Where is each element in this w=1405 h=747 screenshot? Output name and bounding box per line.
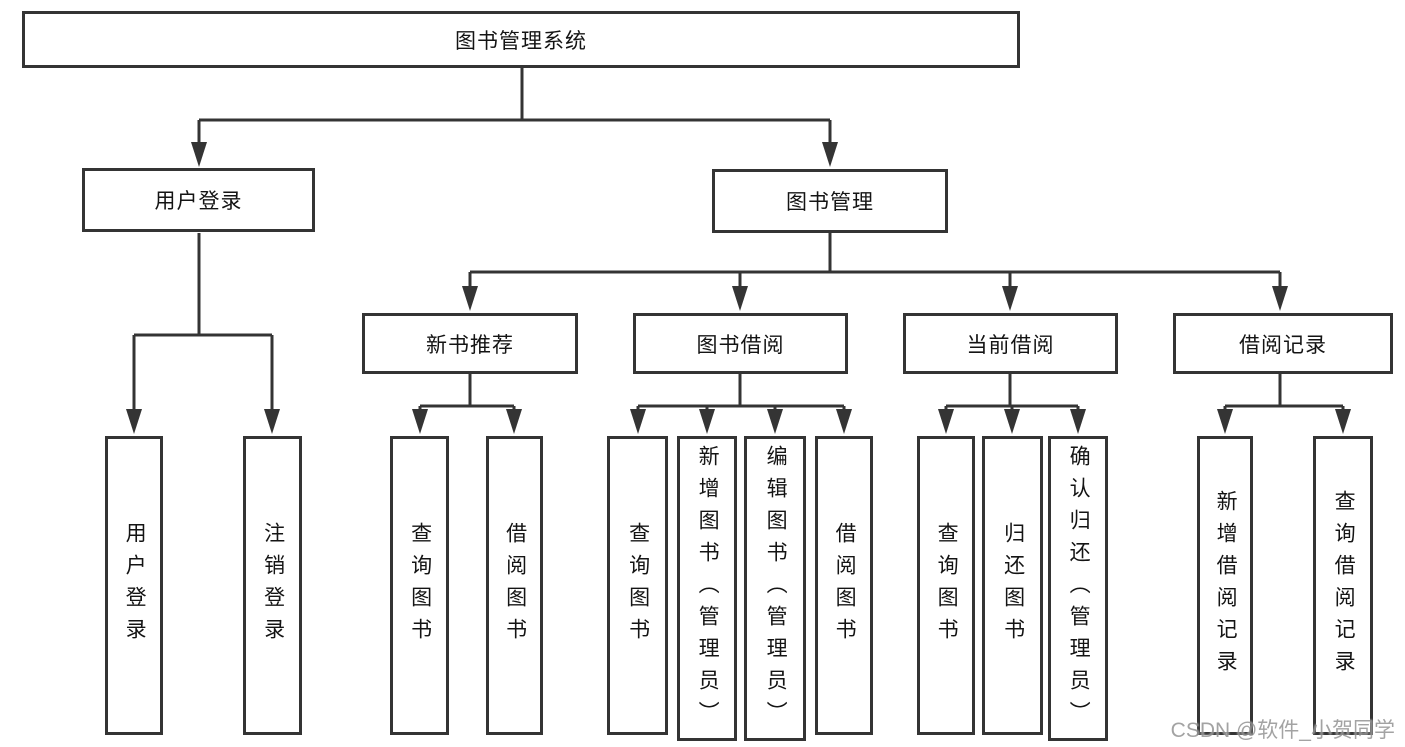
leaf-query-books-recommend: 查询图书 (390, 436, 449, 735)
node-label: 查询图书 (935, 521, 959, 650)
arrow-icon (732, 286, 748, 311)
leaf-logout: 注销登录 (243, 436, 302, 735)
leaf-return-books: 归还图书 (982, 436, 1043, 735)
node-book-management: 图书管理 (712, 169, 948, 233)
arrow-icon (1002, 286, 1018, 311)
leaf-edit-book-admin: 编辑图书（管理员） (744, 436, 806, 741)
node-label: 借阅图书 (833, 521, 857, 650)
leaf-borrow-books-recommend: 借阅图书 (486, 436, 543, 735)
node-library-management-system: 图书管理系统 (22, 11, 1020, 68)
node-label: 注销登录 (261, 521, 285, 650)
node-book-borrowing: 图书借阅 (633, 313, 848, 374)
arrowheads (126, 142, 1351, 434)
leaf-query-books-current: 查询图书 (917, 436, 975, 735)
node-label: 归还图书 (1001, 521, 1025, 650)
node-label: 当前借阅 (966, 333, 1055, 357)
node-user-login: 用户登录 (82, 168, 315, 232)
node-label: 查询图书 (408, 521, 432, 650)
arrow-icon (822, 142, 838, 167)
connector-book-management-to-level3 (468, 233, 1282, 290)
connector-user-login-to-leaves (132, 233, 274, 412)
node-label: 新增借阅记录 (1214, 489, 1238, 682)
arrow-icon (836, 409, 852, 434)
connector-borrowing-records-to-leaves (1223, 374, 1345, 413)
node-label: 新书推荐 (426, 333, 514, 357)
arrow-icon (938, 409, 954, 434)
node-label: 用户登录 (154, 190, 243, 213)
leaf-query-borrow-record: 查询借阅记录 (1313, 436, 1373, 735)
connector-root-to-level2 (197, 68, 832, 146)
arrow-icon (462, 286, 478, 311)
arrow-icon (506, 409, 522, 434)
node-new-book-recommendation: 新书推荐 (362, 313, 578, 374)
leaf-borrow-books-borrowing: 借阅图书 (815, 436, 873, 735)
node-label: 新增图书（管理员） (696, 444, 720, 733)
leaf-query-books-borrowing: 查询图书 (607, 436, 668, 735)
arrow-icon (1272, 286, 1288, 311)
node-label: 图书管理 (786, 191, 874, 214)
arrow-icon (1335, 409, 1351, 434)
node-label: 确认归还（管理员） (1067, 444, 1091, 733)
arrow-icon (126, 409, 142, 434)
node-borrowing-records: 借阅记录 (1173, 313, 1393, 374)
leaf-confirm-return-admin: 确认归还（管理员） (1048, 436, 1108, 741)
connector-book-borrowing-to-leaves (636, 374, 846, 413)
arrow-icon (699, 409, 715, 434)
node-label: 图书管理系统 (455, 29, 587, 53)
node-current-borrowing: 当前借阅 (903, 313, 1118, 374)
node-label: 查询借阅记录 (1332, 489, 1356, 682)
node-label: 借阅记录 (1239, 333, 1327, 357)
leaf-add-borrow-record: 新增借阅记录 (1197, 436, 1253, 735)
leaf-user-login: 用户登录 (105, 436, 163, 735)
arrow-icon (191, 142, 207, 167)
node-label: 查询图书 (626, 521, 650, 650)
arrow-icon (767, 409, 783, 434)
node-label: 用户登录 (123, 521, 147, 650)
arrow-icon (412, 409, 428, 434)
node-label: 图书借阅 (696, 333, 785, 357)
node-label: 借阅图书 (503, 521, 527, 650)
leaf-add-book-admin: 新增图书（管理员） (677, 436, 737, 741)
arrow-icon (264, 409, 280, 434)
node-label: 编辑图书（管理员） (764, 444, 788, 733)
arrow-icon (1004, 409, 1020, 434)
arrow-icon (1070, 409, 1086, 434)
arrow-icon (630, 409, 646, 434)
connector-current-borrowing-to-leaves (944, 374, 1080, 413)
arrow-icon (1217, 409, 1233, 434)
connector-new-book-recommendation-to-leaves (418, 374, 516, 413)
